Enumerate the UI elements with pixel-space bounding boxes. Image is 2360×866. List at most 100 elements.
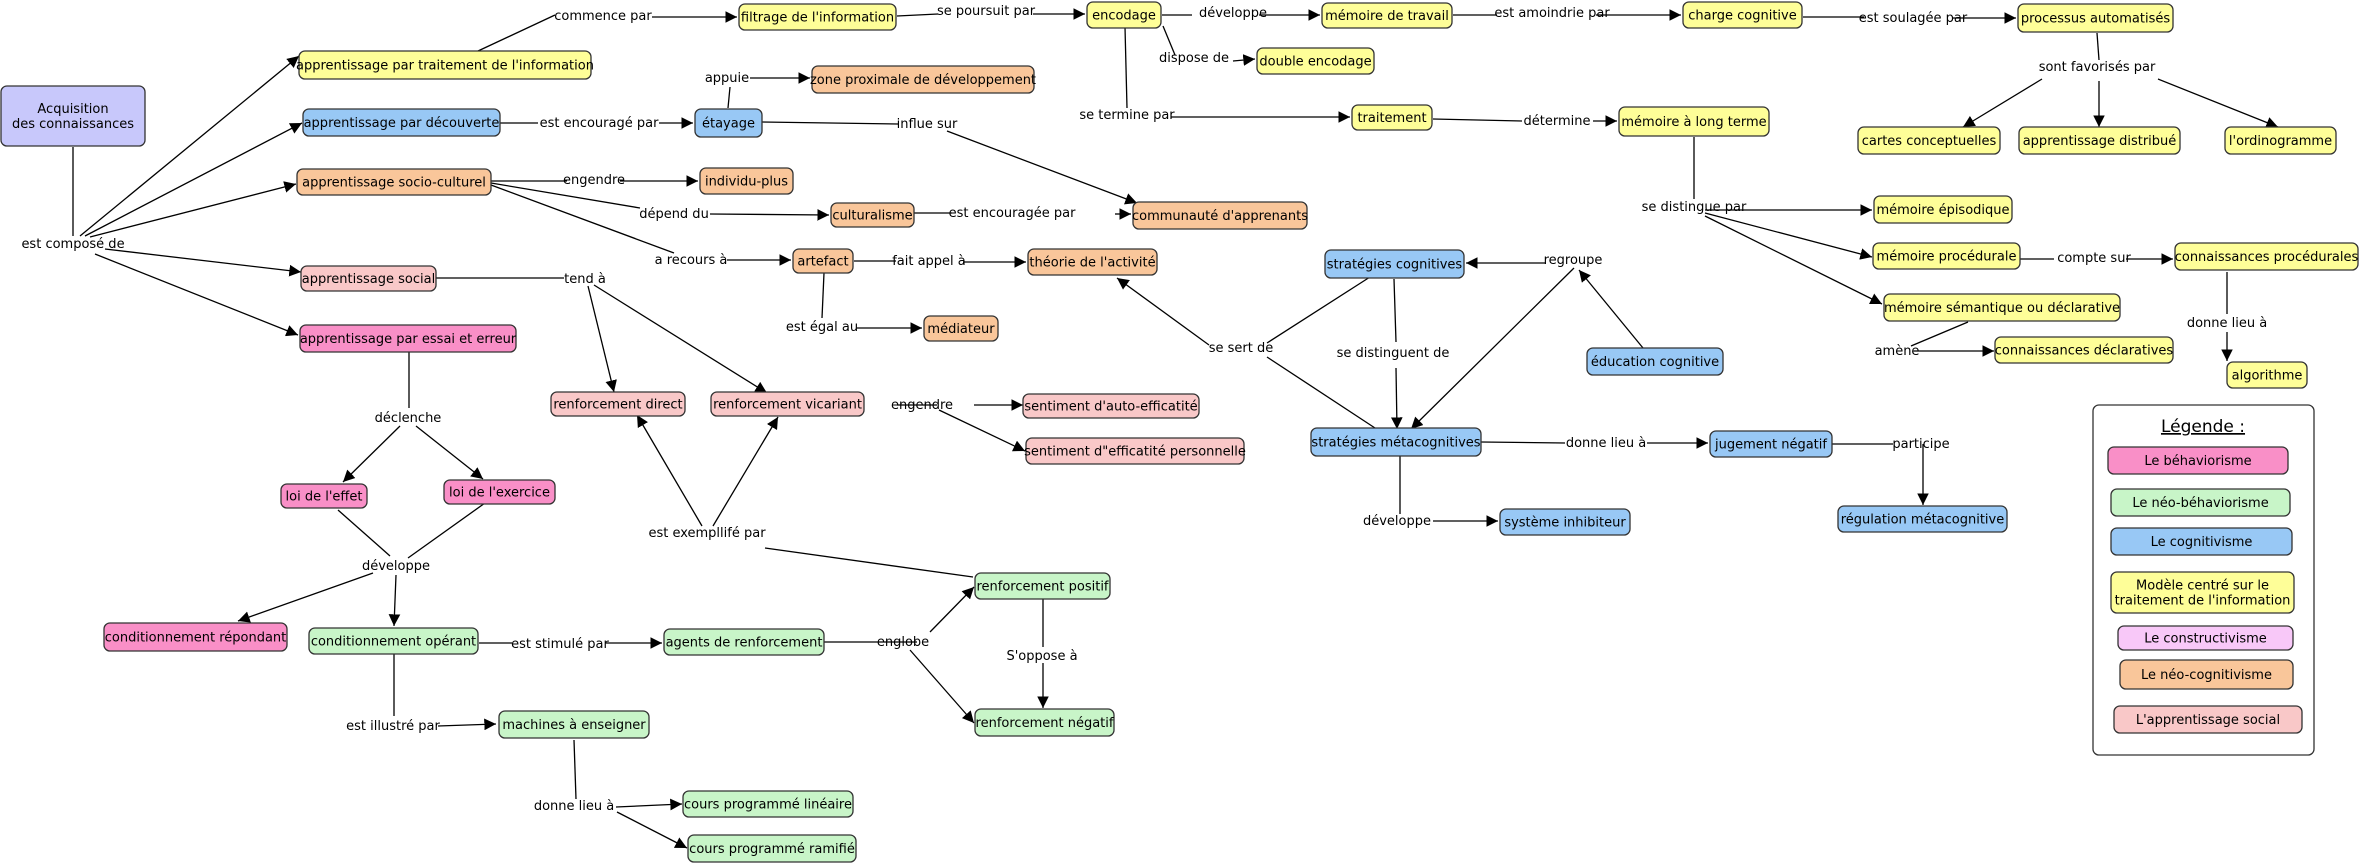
node-box[interactable] [300,265,437,292]
node-box[interactable] [1837,505,2008,533]
node-encodage[interactable]: encodage [1086,1,1162,29]
node-box[interactable] [792,248,854,274]
node-box[interactable] [1883,293,2121,322]
node-box[interactable] [1310,427,1482,457]
node-algorithme[interactable]: algorithme [2226,361,2308,389]
node-regulation-metacognitive[interactable]: régulation métacognitive [1837,505,2008,533]
node-box[interactable] [1321,2,1453,29]
node-machines[interactable]: machines à enseigner [498,710,650,739]
node-box[interactable] [1351,104,1433,131]
node-box[interactable] [1586,347,1724,376]
node-box[interactable] [974,572,1111,600]
node-connaissances-procedurales[interactable]: connaissances procédurales [2174,242,2359,271]
node-box[interactable] [308,627,479,655]
node-box[interactable] [830,202,915,228]
node-box[interactable] [1857,126,2001,155]
node-renforcement-vicariant[interactable]: renforcement vicariant [710,391,865,417]
node-box[interactable] [687,834,857,863]
node-box[interactable] [811,65,1035,94]
node-box[interactable] [1709,430,1833,458]
node-systeme-inhibiteur[interactable]: système inhibiteur [1499,508,1631,536]
node-box[interactable] [1682,1,1803,29]
node-communaute[interactable]: communauté d'apprenants [1132,201,1308,230]
node-box[interactable] [1256,47,1375,75]
node-artefact[interactable]: artefact [792,248,854,274]
node-memoire-long-terme[interactable]: mémoire à long terme [1618,106,1770,137]
node-traitement[interactable]: traitement [1351,104,1433,131]
node-cours-lineaire[interactable]: cours programmé linéaire [682,790,854,818]
node-renforcement-positif[interactable]: renforcement positif [974,572,1111,600]
node-box[interactable] [2174,242,2359,271]
node-processus-automatises[interactable]: processus automatisés [2017,3,2174,33]
node-double-encodage[interactable]: double encodage [1256,47,1375,75]
node-auto-efficacite[interactable]: sentiment d'auto-efficatité [1022,393,1200,419]
node-memoire-travail[interactable]: mémoire de travail [1321,2,1453,29]
node-box[interactable] [1324,249,1465,279]
node-mediateur[interactable]: médiateur [923,315,999,342]
node-jugement-negatif[interactable]: jugement négatif [1709,430,1833,458]
node-box[interactable] [498,710,650,739]
node-box[interactable] [2224,126,2337,155]
node-zpd[interactable]: zone proximale de développement [810,65,1036,94]
node-box[interactable] [2226,361,2308,389]
node-charge-cognitive[interactable]: charge cognitive [1682,1,1803,29]
node-efficatite-personnelle[interactable]: sentiment d"efficatité personnelle [1024,437,1246,465]
node-box[interactable] [663,628,825,656]
node-cours-ramifie[interactable]: cours programmé ramifié [687,834,857,863]
node-box[interactable] [280,483,368,509]
node-strategies-metacognitives[interactable]: stratégies métacognitives [1310,427,1482,457]
node-ordinogramme[interactable]: l'ordinogramme [2224,126,2337,155]
node-memoire-episodique[interactable]: mémoire épisodique [1873,195,2013,224]
node-filtrage[interactable]: filtrage de l'information [738,3,897,31]
node-box[interactable] [699,167,794,195]
node-box[interactable] [0,85,146,147]
node-box[interactable] [710,391,865,417]
node-box[interactable] [923,315,999,342]
node-box[interactable] [299,324,517,353]
node-individu-plus[interactable]: individu-plus [699,167,794,195]
node-box[interactable] [2018,126,2181,155]
node-theorie-activite[interactable]: théorie de l'activité [1027,248,1158,276]
node-memoire-procedurale[interactable]: mémoire procédurale [1872,242,2021,270]
node-traitement-information[interactable]: apprentissage par traitement de l'inform… [296,50,594,80]
node-socio-culturel[interactable]: apprentissage socio-culturel [296,168,492,196]
node-apprentissage-social[interactable]: apprentissage social [300,265,437,292]
node-connaissances-declaratives[interactable]: connaissances déclaratives [1994,336,2174,364]
node-box[interactable] [1499,508,1631,536]
node-box[interactable] [1132,201,1308,230]
node-conditionnement-operant[interactable]: conditionnement opérant [308,627,479,655]
node-box[interactable] [443,479,556,505]
node-box[interactable] [694,108,763,138]
node-decouverte[interactable]: apprentissage par découverte [302,108,501,137]
node-etayage[interactable]: étayage [694,108,763,138]
node-box[interactable] [1022,393,1200,419]
node-renforcement-negatif[interactable]: renforcement négatif [974,708,1115,737]
node-apprentissage-distribue[interactable]: apprentissage distribué [2018,126,2181,155]
node-box[interactable] [1027,248,1158,276]
node-box[interactable] [738,3,897,31]
node-strategies-cognitives[interactable]: stratégies cognitives [1324,249,1465,279]
node-box[interactable] [298,50,592,80]
node-box[interactable] [1994,336,2174,364]
node-box[interactable] [1025,437,1245,465]
node-box[interactable] [550,391,686,417]
node-box[interactable] [1872,242,2021,270]
node-conditionnement-repondant[interactable]: conditionnement répondant [103,622,288,652]
node-box[interactable] [1618,106,1770,137]
node-box[interactable] [302,108,501,137]
node-renforcement-direct[interactable]: renforcement direct [550,391,686,417]
node-essai-erreur[interactable]: apprentissage par essai et erreur [299,324,517,353]
node-box[interactable] [1086,1,1162,29]
node-box[interactable] [974,708,1115,737]
node-memoire-semantique[interactable]: mémoire sémantique ou déclarative [1883,293,2121,322]
node-culturalisme[interactable]: culturalisme [830,202,915,228]
node-box[interactable] [296,168,492,196]
node-loi-exercice[interactable]: loi de l'exercice [443,479,556,505]
node-box[interactable] [1873,195,2013,224]
node-box[interactable] [103,622,288,652]
node-loi-effet[interactable]: loi de l'effet [280,483,368,509]
node-box[interactable] [682,790,854,818]
node-cartes-conceptuelles[interactable]: cartes conceptuelles [1857,126,2001,155]
node-education-cognitive[interactable]: éducation cognitive [1586,347,1724,376]
